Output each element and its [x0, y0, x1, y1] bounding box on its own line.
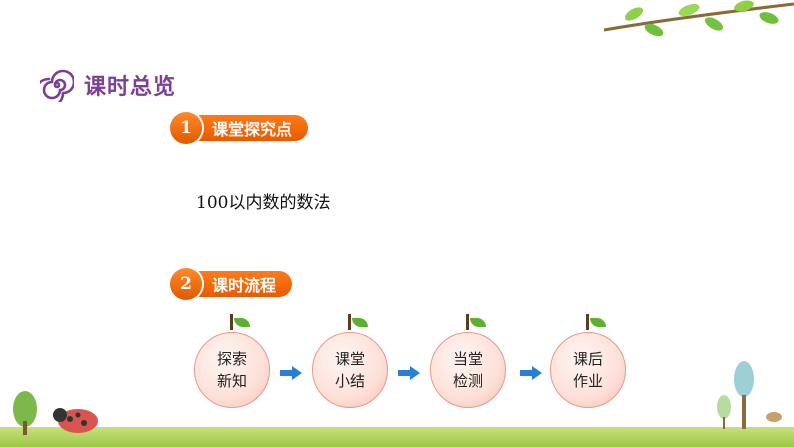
lesson-overview-header: 课时总览 [40, 68, 176, 102]
flow-step-homework[interactable]: 课后作业 [550, 314, 626, 408]
stem-decoration [586, 314, 589, 330]
section-badge-explore: 1 课堂探究点 [170, 112, 309, 144]
explore-point-text: 100以内数的数法 [196, 193, 331, 213]
flow-step-explore[interactable]: 探索新知 [194, 314, 270, 408]
leaf-icon [352, 318, 368, 327]
stem-decoration [348, 314, 351, 330]
flow-step-test[interactable]: 当堂检测 [430, 314, 506, 408]
arrow-right-icon [398, 366, 420, 380]
flow-step-summary[interactable]: 课堂小结 [312, 314, 388, 408]
section-number: 1 [170, 112, 202, 144]
tree-decoration [717, 361, 782, 429]
flow-step-circle: 课堂小结 [312, 332, 388, 408]
section-label: 课堂探究点 [194, 115, 309, 141]
spiral-icon [40, 69, 74, 102]
section-number: 2 [170, 268, 202, 300]
grass-ground [0, 427, 794, 447]
page-title: 课时总览 [84, 75, 177, 100]
arrow-right-icon [520, 366, 542, 380]
stem-decoration [466, 314, 469, 330]
flow-step-circle: 课后作业 [550, 332, 626, 408]
stem-decoration [230, 314, 233, 330]
leaf-icon [470, 318, 486, 327]
arrow-right-icon [280, 366, 302, 380]
leaf-icon [590, 318, 606, 327]
flow-step-circle: 探索新知 [194, 332, 270, 408]
section-badge-flow: 2 课时流程 [170, 268, 293, 300]
flow-step-circle: 当堂检测 [430, 332, 506, 408]
branch-decoration [603, 0, 794, 37]
ladybug-bush-decoration [13, 391, 98, 435]
section-label: 课时流程 [194, 271, 293, 297]
leaf-icon [234, 318, 250, 327]
